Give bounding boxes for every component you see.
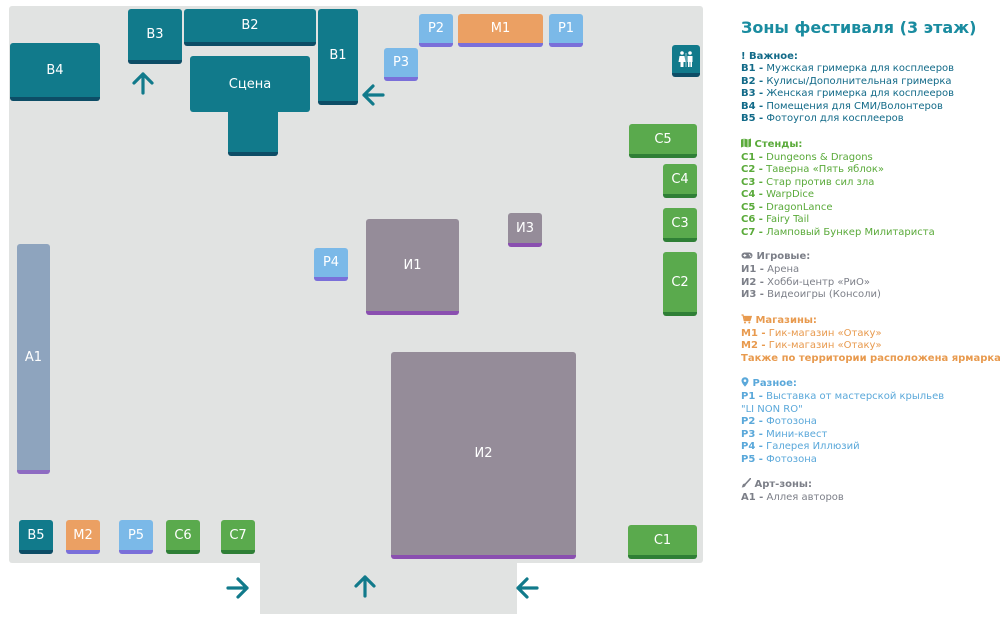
- floor-entrance: [260, 560, 517, 614]
- legend-item: С6 - Fairy Tail: [741, 214, 810, 225]
- legend-stands-head: Стенды:: [754, 138, 803, 150]
- zone-i1[interactable]: И1: [366, 219, 459, 315]
- legend-item: М2 - Гик-магазин «Отаку»: [741, 340, 882, 351]
- arrow-left-icon: [361, 83, 385, 107]
- legend-item: С1 - Dungeons & Dragons: [741, 151, 873, 163]
- legend-item: И3 - Видеоигры (Консоли): [741, 289, 881, 300]
- zone-b4[interactable]: В4: [10, 43, 100, 101]
- arrow-right-icon: [226, 576, 250, 600]
- arrow-left-icon: [515, 576, 539, 600]
- legend-misc: Разное: Р1 - Выставка от мастерской крыл…: [741, 377, 996, 466]
- zone-i3[interactable]: И3: [508, 213, 542, 247]
- zone-p5[interactable]: Р5: [119, 520, 153, 554]
- legend: Зоны фестиваля (3 этаж) ! Важное: В1 - М…: [741, 14, 1000, 517]
- legend-item: А1 - Аллея авторов: [741, 492, 844, 503]
- map-icon: [741, 138, 751, 151]
- legend-item: С7 - Ламповый Бункер Милитариста: [741, 226, 935, 238]
- cart-icon: [741, 313, 753, 327]
- arrow-up-icon: [353, 574, 377, 598]
- zone-a1[interactable]: А1: [17, 244, 50, 474]
- legend-item: Р3 - Мини-квест: [741, 428, 828, 440]
- zone-c3[interactable]: С3: [663, 208, 697, 242]
- zone-stage[interactable]: Сцена: [190, 56, 310, 112]
- legend-misc-head: Разное:: [752, 378, 797, 389]
- legend-games-head: Игровые:: [756, 251, 811, 262]
- legend-item: С5 - DragonLance: [741, 201, 833, 213]
- zone-p3[interactable]: Р3: [384, 48, 418, 81]
- zone-c5[interactable]: С5: [629, 124, 697, 158]
- zone-c6[interactable]: С6: [166, 520, 200, 554]
- legend-item: С3 - Стар против сил зла: [741, 176, 875, 188]
- legend-item: М1 - Гик-магазин «Отаку»: [741, 327, 882, 339]
- legend-item: И2 - Хобби-центр «РиО»: [741, 276, 871, 288]
- zone-p4[interactable]: Р4: [314, 248, 348, 281]
- legend-item: Р5 - Фотозона: [741, 453, 817, 465]
- legend-item: В5 - Фотоугол для косплееров: [741, 113, 904, 124]
- zone-m1[interactable]: М1: [458, 14, 543, 47]
- legend-item: В3 - Женская гримерка для косплееров: [741, 88, 954, 99]
- restroom-icon: [672, 45, 700, 77]
- zone-m2[interactable]: М2: [66, 520, 100, 554]
- legend-item: "LI NON RO": [741, 403, 803, 415]
- zone-b3[interactable]: В3: [128, 9, 182, 64]
- legend-item: И1 - Арена: [741, 264, 800, 275]
- legend-important-head: ! Важное:: [741, 51, 798, 62]
- map-pin-icon: [741, 377, 749, 390]
- legend-item: В1 - Мужская гримерка для косплееров: [741, 63, 955, 74]
- legend-important: ! Важное: В1 - Мужская гримерка для косп…: [741, 51, 996, 126]
- zone-b5[interactable]: В5: [19, 520, 53, 554]
- legend-shops: Магазины: М1 - Гик-магазин «Отаку» М2 - …: [741, 313, 1000, 366]
- legend-title: Зоны фестиваля (3 этаж): [741, 18, 977, 37]
- legend-art-head: Арт-зоны:: [754, 479, 812, 490]
- zone-b1[interactable]: В1: [318, 9, 358, 105]
- legend-games: Игровые: И1 - Арена И2 - Хобби-центр «Ри…: [741, 251, 996, 302]
- zone-p2[interactable]: Р2: [419, 14, 453, 47]
- zone-b2[interactable]: В2: [184, 9, 316, 46]
- legend-item: Р2 - Фотозона: [741, 416, 817, 427]
- zone-c7[interactable]: С7: [221, 520, 255, 554]
- zone-c2[interactable]: С2: [663, 252, 697, 316]
- zone-c4[interactable]: С4: [663, 164, 697, 198]
- legend-item: В2 - Кулисы/Дополнительная гримерка: [741, 75, 952, 87]
- legend-art: Арт-зоны: А1 - Аллея авторов: [741, 477, 996, 505]
- arrow-up-icon: [131, 71, 155, 95]
- zone-c1[interactable]: С1: [628, 525, 697, 559]
- zone-i2[interactable]: И2: [391, 352, 576, 559]
- legend-item: В4 - Помещения для СМИ/Волонтеров: [741, 100, 943, 112]
- gamepad-icon: [741, 251, 753, 263]
- legend-item: Р4 - Галерея Иллюзий: [741, 441, 860, 452]
- legend-item: Р1 - Выставка от мастерской крыльев: [741, 391, 945, 402]
- zone-p1[interactable]: Р1: [549, 14, 583, 47]
- brush-icon: [741, 477, 752, 491]
- legend-shops-note: Также по территории расположена ярмарка: [741, 352, 1000, 364]
- legend-item: С2 - Таверна «Пять яблок»: [741, 164, 884, 175]
- legend-item: С4 - WarpDice: [741, 189, 815, 200]
- legend-shops-head: Магазины:: [755, 314, 817, 326]
- legend-stands: Стенды: С1 - Dungeons & Dragons С2 - Тав…: [741, 138, 996, 240]
